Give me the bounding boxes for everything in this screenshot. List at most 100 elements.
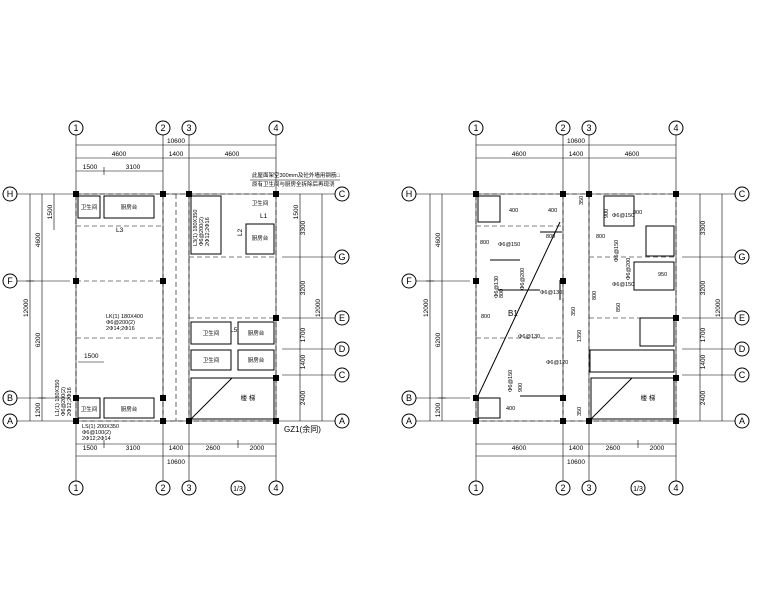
axis-label: C <box>339 189 346 199</box>
axis-label: 1 <box>473 483 478 493</box>
dim-mark: 350 <box>577 407 583 416</box>
rebar-note: Φ6@150 <box>498 242 520 248</box>
dim-total-top: 10600 <box>567 138 585 145</box>
dim: 12000 <box>423 299 430 317</box>
top-axis-bubbles: 1 2 3 4 <box>68 120 284 136</box>
axis-label: 1 <box>73 483 78 493</box>
dim-mark: 800 <box>481 314 490 320</box>
axis-label: 1 <box>473 123 478 133</box>
dim: 2600 <box>206 445 221 452</box>
room-label: 厨房台 <box>121 203 138 211</box>
axis-label: 3 <box>186 483 191 493</box>
dim: 1500 <box>84 353 99 360</box>
beam-note: LS(1) 200X350 <box>82 424 119 430</box>
room-label: 厨房台 <box>252 234 269 242</box>
dim-total-bottom: 10600 <box>567 459 585 466</box>
dim: 3200 <box>300 280 307 295</box>
gz-label: GZ1(余同) <box>284 424 321 434</box>
dim: 4600 <box>625 151 640 158</box>
axis-label: F <box>406 276 412 286</box>
dim-mark: 800 <box>596 234 605 240</box>
axis-label: 2 <box>560 123 565 133</box>
dim: 1500 <box>83 164 98 171</box>
dim: 1400 <box>700 354 707 369</box>
dim-mark: 900 <box>518 383 524 392</box>
dim: 2000 <box>250 445 265 452</box>
axis-label: 4 <box>673 483 678 493</box>
beam-note: LK(1) 180X400 <box>106 314 143 320</box>
dim: 2400 <box>700 390 707 405</box>
axis-label: C <box>739 189 746 199</box>
axis-label: C <box>739 370 746 380</box>
axis-label: D <box>739 344 746 354</box>
dim: 12000 <box>315 299 322 317</box>
dim-mark: 400 <box>548 208 557 214</box>
dim-mark: 950 <box>658 272 667 278</box>
rebar-note: Φ6@130 <box>518 334 540 340</box>
dim-mark: 800 <box>499 289 505 298</box>
dim: 6200 <box>435 332 442 347</box>
rebar-note: Φ6@150 <box>612 213 634 219</box>
axis-label: 3 <box>586 123 591 133</box>
axis-label: G <box>738 252 745 262</box>
dim: 4600 <box>225 151 240 158</box>
dim: 4600 <box>512 445 527 452</box>
dim: 2400 <box>300 390 307 405</box>
dim: 1500 <box>47 204 54 219</box>
plan-right: 1 2 3 4 1 2 3 1/3 4 H F B A C G E D C A <box>401 120 750 496</box>
room-label: 卫生间 <box>203 329 220 337</box>
room-label: 卫生间 <box>203 356 220 364</box>
axis-label: B <box>406 393 412 403</box>
beam-tag: L5 <box>230 327 238 334</box>
dim-mark: 400 <box>506 406 515 412</box>
axis-label: 1/3 <box>233 486 243 493</box>
dim: 3100 <box>126 445 141 452</box>
note-line: 此屋面架空300mm及砼外墙用钢筋□ <box>252 171 340 179</box>
dim: 1400 <box>569 445 584 452</box>
dim-mark: 900 <box>633 210 642 216</box>
dim: 4600 <box>35 232 42 247</box>
beam-tag: L3 <box>116 227 124 234</box>
dim-mark: 800 <box>546 234 555 240</box>
axis-label: 3 <box>186 123 191 133</box>
dim: 2000 <box>650 445 665 452</box>
room-label: 厨房台 <box>248 356 265 364</box>
left-axis-bubbles: H F B A <box>2 186 18 429</box>
axis-label: G <box>338 252 345 262</box>
axis-label: H <box>7 189 14 199</box>
axis-label: 2 <box>560 483 565 493</box>
axis-label: 1 <box>73 123 78 133</box>
dim: 1500 <box>83 445 98 452</box>
dim-mark: 1350 <box>577 330 583 342</box>
beam-note: Φ6@200(2) <box>199 217 205 246</box>
rebar-note: Φ6@150 <box>508 370 514 392</box>
axis-label: A <box>7 416 13 426</box>
dim: 1200 <box>435 402 442 417</box>
rebar-note: Φ6@200 <box>520 268 526 290</box>
dim-mark: 400 <box>509 208 518 214</box>
dim: 1500 <box>293 204 300 219</box>
axis-label: A <box>739 416 745 426</box>
slab-label: B1 <box>508 309 518 318</box>
right-axis-bubbles: C G E D C A <box>334 186 350 429</box>
dim: 3300 <box>300 220 307 235</box>
rebar-note: Φ6@130 <box>540 290 562 296</box>
dim-total-bottom: 10600 <box>167 459 185 466</box>
axis-label: F <box>7 276 13 286</box>
beam-tag: L2 <box>237 228 244 236</box>
dim: 6200 <box>35 332 42 347</box>
dim-total-top: 10600 <box>167 138 185 145</box>
dim: 1400 <box>300 354 307 369</box>
dim: 4600 <box>512 151 527 158</box>
axis-label: 4 <box>273 123 278 133</box>
axis-label: A <box>406 416 412 426</box>
axis-label: 2 <box>160 483 165 493</box>
dim: 4600 <box>435 232 442 247</box>
axis-label: 3 <box>586 483 591 493</box>
plan-left: 1 2 3 4 1 2 3 1/3 4 H F B A C G E D C A <box>2 120 350 496</box>
beam-note: Φ6@100(2) <box>82 430 111 436</box>
room-label: 卫生间 <box>81 203 98 211</box>
dim: 12000 <box>23 299 30 317</box>
beam-note: 2Φ14;2Φ16 <box>106 326 135 332</box>
